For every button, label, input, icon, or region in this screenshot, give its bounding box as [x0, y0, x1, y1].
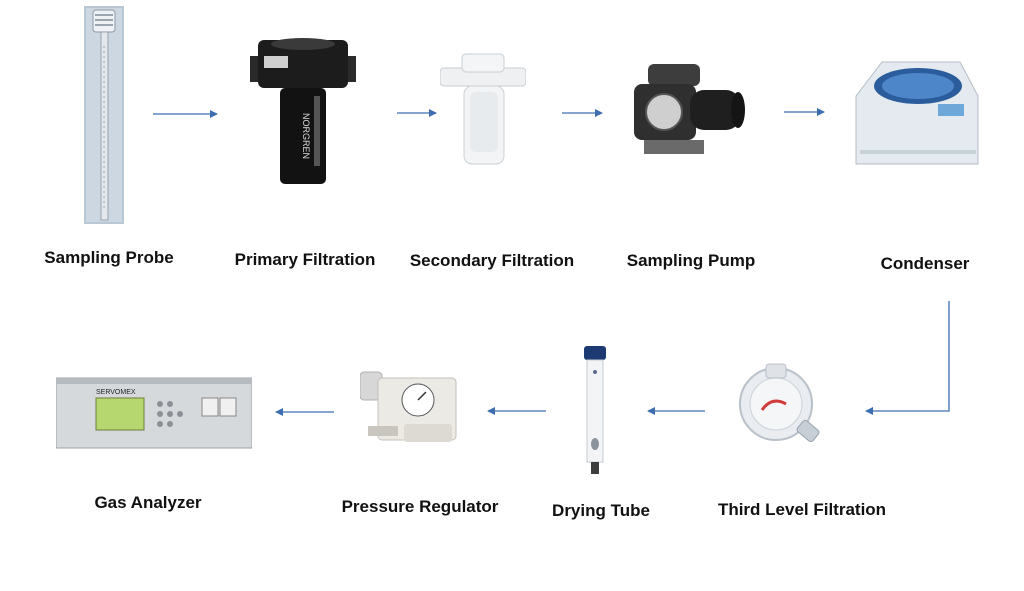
label-third-level-filtration: Third Level Filtration [717, 500, 887, 519]
label-pressure-regulator: Pressure Regulator [341, 497, 499, 516]
label-condenser: Condenser [880, 254, 970, 273]
pressure-regulator-image [360, 371, 457, 442]
sampling-probe-image [84, 6, 124, 224]
label-sampling-pump: Sampling Pump [626, 251, 756, 270]
third-level-filtration-image [739, 363, 820, 443]
label-drying-tube: Drying Tube [552, 501, 650, 520]
arrow-condenser-to-third-filtration [865, 301, 950, 415]
primary-filtration-image: NORGREN [250, 38, 356, 184]
label-sampling-probe: Sampling Probe [44, 248, 174, 267]
condenser-image [855, 61, 979, 165]
secondary-filtration-image [440, 53, 526, 165]
drying-tube-image [584, 346, 606, 474]
gas-analyzer-brand: SERVOMEX [96, 389, 136, 396]
label-secondary-filtration: Secondary Filtration [409, 251, 575, 270]
primary-filter-brand: NORGREN [301, 113, 311, 159]
gas-analyzer-image: SERVOMEX [56, 377, 252, 449]
sampling-pump-image [634, 64, 745, 154]
label-primary-filtration: Primary Filtration [234, 250, 376, 269]
label-gas-analyzer: Gas Analyzer [94, 493, 202, 512]
